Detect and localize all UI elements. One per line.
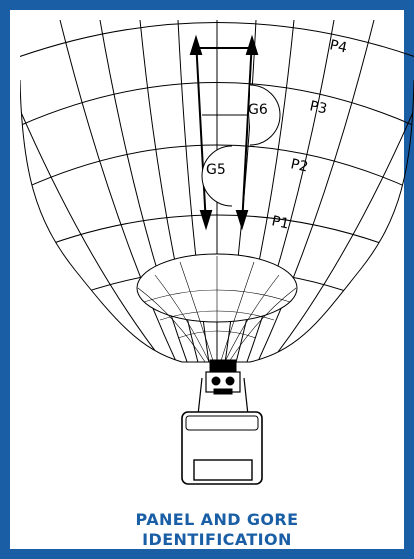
balloon-illustration: G6 G5 P4 P3 P2 P1 xyxy=(20,20,414,490)
caption-line-1: PANEL AND GORE xyxy=(20,510,414,530)
figure-caption: PANEL AND GORE IDENTIFICATION xyxy=(20,510,414,550)
label-g6: G6 xyxy=(248,102,268,118)
label-g5: G5 xyxy=(206,162,226,178)
label-p1: P1 xyxy=(270,213,290,232)
burner-assembly xyxy=(198,360,248,415)
label-p2: P2 xyxy=(289,156,309,175)
basket xyxy=(182,412,262,484)
g6-callout: G6 xyxy=(248,85,280,145)
caption-line-2: IDENTIFICATION xyxy=(20,530,414,550)
label-p3: P3 xyxy=(308,98,328,117)
label-p4: P4 xyxy=(328,37,348,56)
g5-callout: G5 xyxy=(202,146,232,206)
